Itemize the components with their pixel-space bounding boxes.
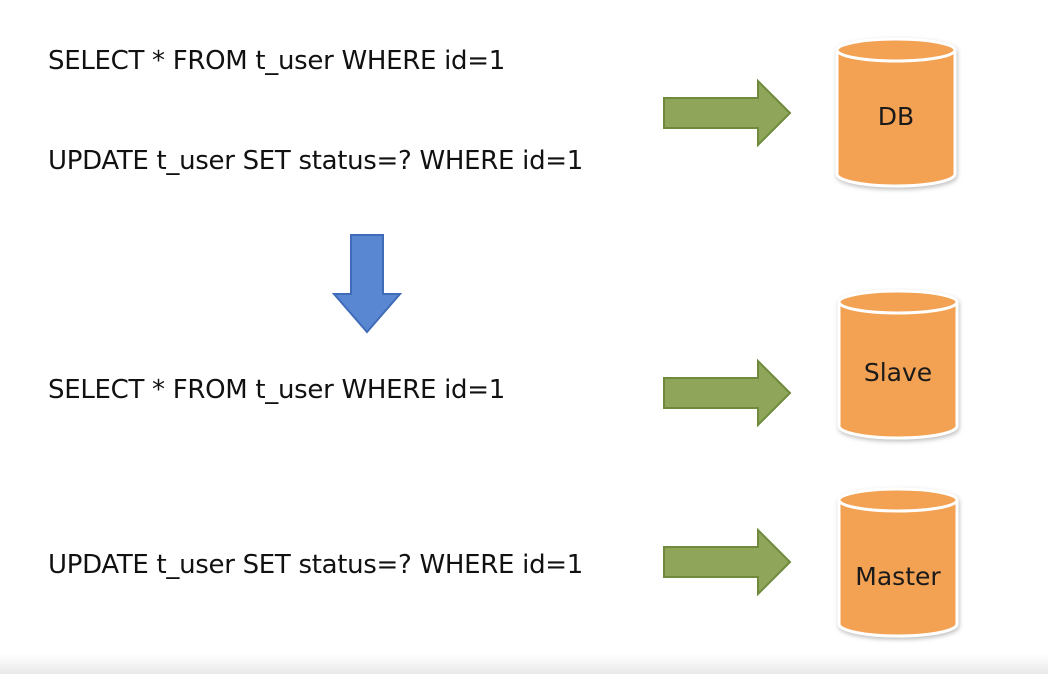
database-icon: [837, 487, 959, 638]
arrow-right-to-slave: [663, 358, 792, 428]
db-label: DB: [877, 102, 915, 131]
update-query-split: UPDATE t_user SET status=? WHERE id=1: [48, 550, 584, 580]
master-label: Master: [855, 562, 941, 591]
slave-label: Slave: [863, 358, 933, 387]
slave-db-cylinder: Slave: [836, 288, 960, 448]
update-query-top: UPDATE t_user SET status=? WHERE id=1: [48, 146, 584, 176]
arrow-right-to-master: [663, 527, 792, 597]
arrow-right-to-db: [663, 78, 792, 148]
db-cylinder: DB: [834, 36, 958, 196]
master-db-cylinder: Master: [836, 486, 960, 646]
database-icon: [835, 37, 957, 188]
database-icon: [837, 289, 959, 440]
select-query-split: SELECT * FROM t_user WHERE id=1: [48, 375, 505, 405]
select-query-top: SELECT * FROM t_user WHERE id=1: [48, 46, 505, 76]
bottom-shade: [0, 654, 1048, 674]
arrow-down: [331, 234, 403, 334]
